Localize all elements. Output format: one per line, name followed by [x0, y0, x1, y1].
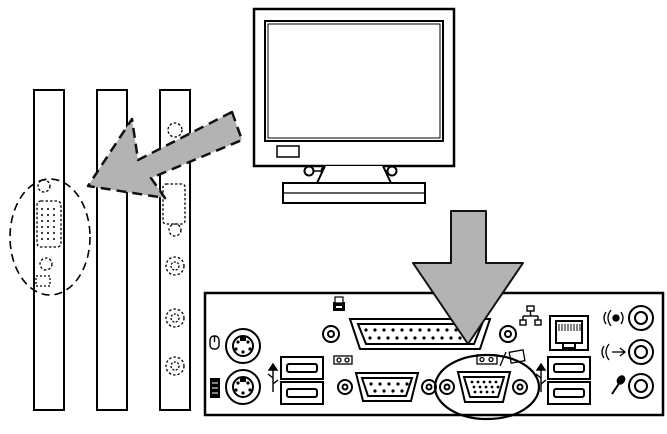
keyboard-icon — [210, 378, 220, 398]
card-vga-pins — [41, 208, 55, 240]
card-jack-icon — [165, 308, 185, 328]
serial-port — [337, 372, 437, 402]
line-in-icon — [603, 309, 624, 327]
card-jack-icon — [168, 223, 182, 237]
vga-port-on-card — [35, 179, 62, 287]
card-connectors — [162, 122, 186, 376]
printer-icon — [333, 296, 345, 311]
usb-icon-right — [535, 362, 547, 392]
usb-port — [280, 356, 324, 380]
microphone-icon — [611, 375, 626, 395]
monitor — [252, 7, 456, 204]
serial-icon — [333, 355, 353, 365]
audio-jack — [628, 373, 654, 399]
card-vga-connector — [162, 183, 186, 225]
monitor-button — [303, 165, 315, 177]
ps2-mouse-port — [225, 328, 261, 364]
monitor-button — [386, 165, 398, 177]
audio-jacks — [601, 305, 654, 399]
ps2-keyboard-port — [225, 369, 261, 405]
monitor-to-panel-arrow — [412, 210, 524, 345]
network-icon — [519, 305, 542, 326]
usb-ports-right — [547, 356, 591, 405]
ethernet-port — [549, 315, 589, 351]
expansion-cards — [9, 89, 191, 411]
line-out-icon — [601, 343, 627, 361]
vga-highlight-ellipse — [433, 353, 541, 421]
usb-port — [547, 356, 591, 380]
audio-jack — [628, 305, 654, 331]
usb-icon — [267, 362, 279, 392]
vga-port — [439, 371, 528, 403]
back-panel-plate — [203, 291, 665, 417]
audio-jack — [628, 339, 654, 365]
usb-port — [547, 381, 591, 405]
usb-port — [280, 381, 324, 405]
mouse-icon — [209, 335, 220, 350]
card-jack-icon — [165, 256, 185, 276]
card-jack-icon — [165, 356, 185, 376]
back-panel — [203, 291, 665, 421]
monitor-neck — [315, 165, 393, 184]
monitor-logo-plate — [276, 145, 300, 158]
parallel-port-pins — [364, 328, 476, 340]
monitor-to-card-arrow — [86, 110, 244, 200]
expansion-card — [33, 89, 65, 411]
usb-ports-left — [280, 356, 324, 405]
card-highlight-ellipse — [9, 178, 91, 296]
monitor-screen — [264, 20, 444, 142]
card-jack-icon — [167, 122, 183, 138]
